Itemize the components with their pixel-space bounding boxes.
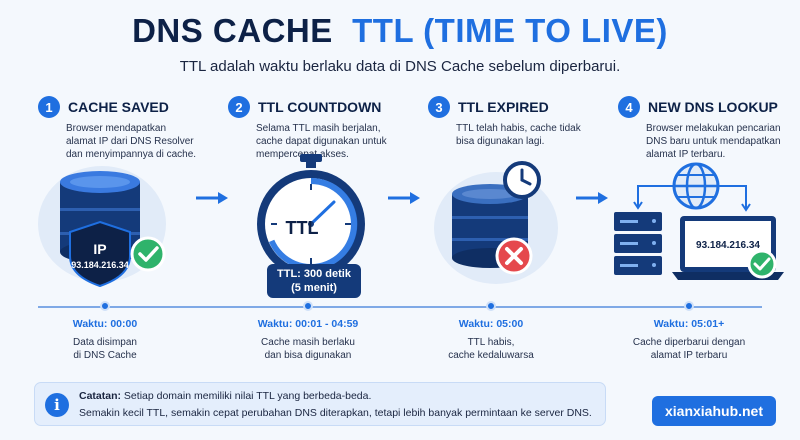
timeline-line — [38, 306, 762, 308]
note-box: i Catatan: Setiap domain memiliki nilai … — [34, 382, 606, 426]
check-icon — [747, 249, 777, 279]
shield-ip-address: 93.184.216.34 — [71, 260, 129, 270]
step-title: TTL EXPIRED — [458, 99, 549, 115]
step-number: 1 — [38, 96, 60, 118]
arrow-right-icon — [196, 192, 228, 204]
step-title: NEW DNS LOOKUP — [648, 99, 778, 115]
timeline-time-2: Waktu: 00:01 - 04:59 — [257, 318, 359, 330]
clock-icon — [503, 161, 541, 199]
timeline-time-4: Waktu: 05:01+ — [653, 318, 725, 330]
step-title: CACHE SAVED — [68, 99, 169, 115]
timeline-dot — [100, 301, 110, 311]
step-number: 3 — [428, 96, 450, 118]
title-part-ttl: TTL (TIME TO LIVE) — [352, 12, 668, 49]
step-1: 1 CACHE SAVED — [38, 96, 208, 118]
step-2: 2 TTL COUNTDOWN — [228, 96, 408, 118]
x-mark-icon — [495, 237, 533, 275]
expired-database-illustration — [434, 161, 558, 284]
arrow-right-icon — [576, 192, 608, 204]
timeline-desc-1: Data disimpan di DNS Cache — [73, 337, 137, 361]
step-number: 4 — [618, 96, 640, 118]
laptop-ip-address: 93.184.216.34 — [696, 240, 760, 251]
step-title: TTL COUNTDOWN — [258, 99, 382, 115]
timeline-time-1: Waktu: 00:00 — [72, 318, 138, 330]
timer-ttl-label: TTL — [286, 218, 319, 238]
title-part-dns-cache: DNS CACHE — [132, 12, 333, 49]
step-number: 2 — [228, 96, 250, 118]
timeline-desc-4: Cache diperbarui dengan alamat IP terbar… — [632, 337, 746, 361]
brand-badge[interactable]: xianxiahub.net — [652, 396, 776, 426]
globe-icon — [672, 162, 720, 210]
step-3: 3 TTL EXPIRED — [428, 96, 598, 118]
shield-icon — [69, 220, 131, 288]
timeline-time-3: Waktu: 05:00 — [458, 318, 524, 330]
step-3-description: TTL telah habis, cache tidak bisa diguna… — [456, 123, 581, 147]
stopwatch-icon — [257, 154, 365, 276]
note-line-1: Catatan: Setiap domain memiliki nilai TT… — [79, 390, 372, 402]
page-subtitle: TTL adalah waktu berlaku data di DNS Cac… — [179, 58, 621, 75]
arrow-right-icon — [388, 192, 420, 204]
page-title: DNS CACHE TTL (TIME TO LIVE) — [0, 12, 800, 50]
timeline-dot — [486, 301, 496, 311]
step-1-description: Browser mendapatkan alamat IP dari DNS R… — [66, 123, 197, 160]
ttl-duration-badge: TTL: 300 detik (5 menit) — [267, 264, 361, 298]
server-rack-icon — [614, 212, 662, 275]
note-line-2: Semakin kecil TTL, semakin cepat perubah… — [79, 407, 592, 419]
stopwatch-illustration: TTL — [257, 154, 365, 276]
timeline-dot — [303, 301, 313, 311]
timeline-dot — [684, 301, 694, 311]
check-icon — [130, 236, 166, 272]
timeline-desc-3: TTL habis, cache kedaluwarsa — [448, 337, 534, 361]
database-shield-illustration: IP 93.184.216.34 — [38, 166, 166, 288]
shield-ip-label: IP — [93, 241, 106, 257]
new-lookup-illustration: 93.184.216.34 — [614, 162, 784, 280]
step-4: 4 NEW DNS LOOKUP — [618, 96, 798, 118]
info-icon: i — [45, 393, 69, 417]
connection-arrows-icon — [633, 185, 751, 212]
step-4-description: Browser melakukan pencarian DNS baru unt… — [646, 123, 781, 160]
timeline-desc-2: Cache masih berlaku dan bisa digunakan — [261, 337, 355, 361]
